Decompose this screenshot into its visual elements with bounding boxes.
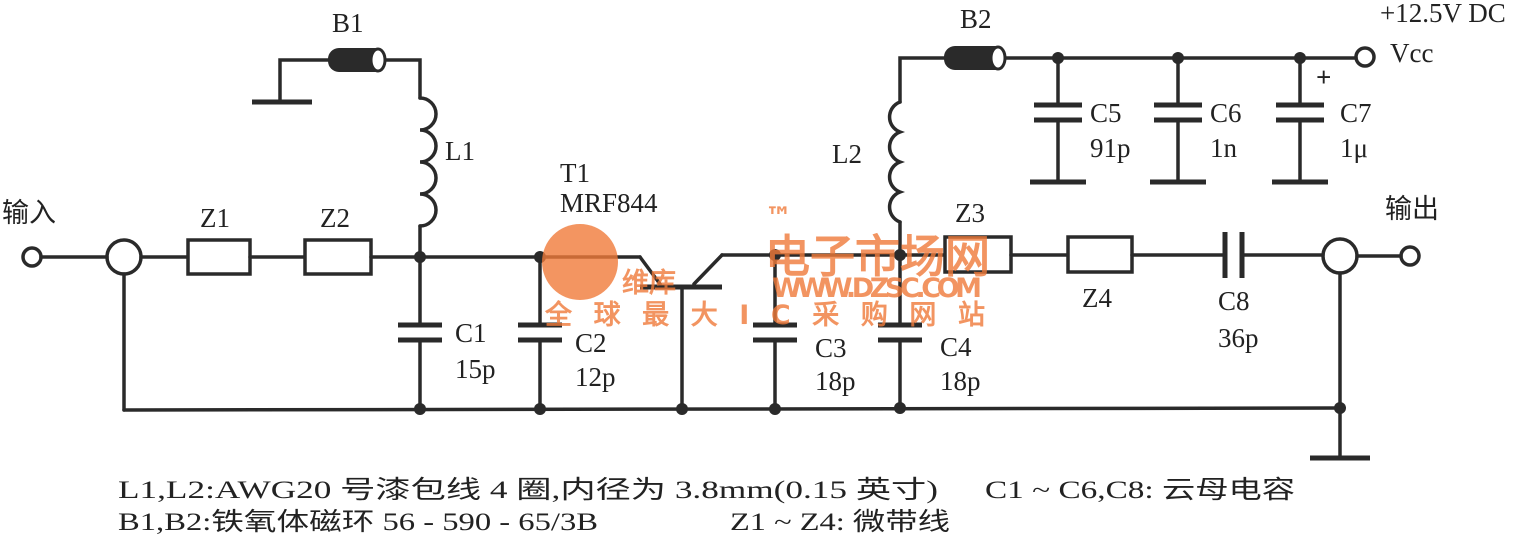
- c5-label: C5: [1090, 98, 1122, 128]
- output-label: 输出: [1385, 194, 1439, 224]
- z4-microstrip: [1066, 235, 1134, 274]
- c2-label: C2: [575, 328, 607, 358]
- b2-ferrite: [944, 46, 1006, 70]
- c5-value: 91p: [1090, 133, 1131, 163]
- l1-inductor: [418, 96, 438, 228]
- c3-value: 18p: [815, 366, 856, 396]
- watermark-brand: 维库 电子市场网: [622, 230, 990, 299]
- watermark-slogan: 全 球 最 大 I C 采 购 网 站: [544, 299, 985, 331]
- l2-inductor: [887, 100, 906, 224]
- c5-capacitor: [1030, 56, 1086, 185]
- watermark-tm: ™: [765, 202, 792, 233]
- b2-label: B2: [960, 4, 992, 34]
- z4-label: Z4: [1082, 283, 1112, 313]
- c7-value: 1μ: [1340, 133, 1368, 163]
- c7-polarity: +: [1316, 62, 1331, 92]
- note-inductors: L1,L2:AWG20 号漆包线 4 圈,内径为 3.8mm(0.15 英寸): [118, 476, 938, 504]
- c6-capacitor: [1150, 56, 1206, 185]
- watermark: 维库 电子市场网 ™ WWW.DZSC.COM 全 球 最 大 I C 采 购 网…: [542, 202, 990, 331]
- watermark-brand-sub: 电子市场网: [765, 230, 990, 283]
- t1-part-label: MRF844: [560, 188, 658, 218]
- z1-microstrip: [186, 238, 252, 276]
- l1-label: L1: [445, 136, 475, 166]
- c1-label: C1: [455, 318, 487, 348]
- note-microstrips: Z1 ~ Z4: 微带线: [730, 508, 950, 536]
- c3-label: C3: [815, 333, 847, 363]
- output-terminal: [1399, 245, 1421, 267]
- input-connector: [105, 238, 143, 276]
- watermark-brand-main: 维库: [622, 268, 676, 299]
- c7-capacitor: [1272, 56, 1328, 185]
- z2-microstrip: [303, 238, 373, 276]
- b1-label: B1: [332, 8, 364, 38]
- output-connector: [1321, 237, 1359, 275]
- input-label: 输入: [2, 198, 56, 228]
- c8-label: C8: [1218, 286, 1250, 316]
- z3-label: Z3: [955, 198, 985, 228]
- vcc-terminal: [1354, 46, 1376, 68]
- z2-label: Z2: [320, 203, 350, 233]
- ground-rail: [122, 406, 1342, 412]
- input-terminal: [21, 246, 43, 268]
- c2-value: 12p: [575, 362, 616, 392]
- t1-label: T1: [560, 158, 590, 188]
- z1-label: Z1: [200, 203, 230, 233]
- vcc-label: Vcc: [1390, 38, 1433, 68]
- c4-value: 18p: [940, 366, 981, 396]
- t1-transistor: [638, 253, 724, 410]
- c6-value: 1n: [1210, 133, 1238, 163]
- c4-label: C4: [940, 332, 972, 362]
- supply-voltage-label: +12.5V DC: [1380, 0, 1506, 28]
- c7-label: C7: [1340, 98, 1372, 128]
- c6-label: C6: [1210, 98, 1242, 128]
- note-ferrites: B1,B2:铁氧体磁环 56 - 590 - 65/3B: [118, 508, 598, 536]
- note-capacitors: C1 ~ C6,C8: 云母电容: [985, 476, 1295, 504]
- c8-value: 36p: [1218, 323, 1259, 353]
- watermark-url: WWW.DZSC.COM: [772, 273, 982, 304]
- c1-value: 15p: [455, 354, 496, 384]
- l2-label: L2: [832, 139, 862, 169]
- junction-dots: [414, 52, 1346, 415]
